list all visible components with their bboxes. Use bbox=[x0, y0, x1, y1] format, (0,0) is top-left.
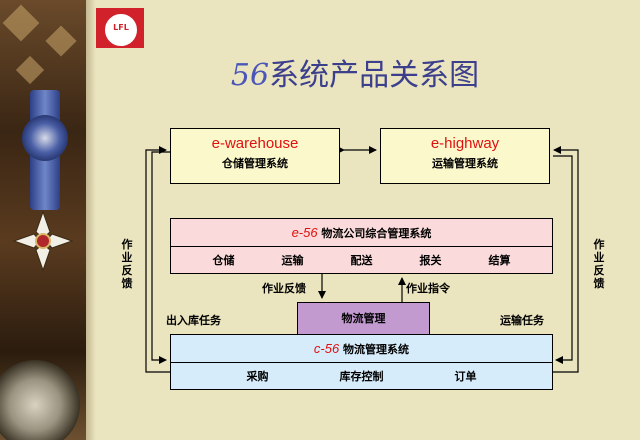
e56-panel: e-56 物流公司综合管理系统 仓储 运输 配送 报关 结算 bbox=[170, 218, 553, 274]
right-loop-arrow-down bbox=[553, 155, 573, 364]
e56-modules: 仓储 运输 配送 报关 结算 bbox=[171, 247, 552, 274]
e56-prefix: e-56 bbox=[291, 225, 318, 240]
medal-cross-icon bbox=[12, 210, 74, 272]
decorative-photo-strip bbox=[0, 0, 86, 440]
c56-module: 采购 bbox=[246, 370, 269, 383]
c56-header: c-56 物流管理系统 bbox=[171, 335, 552, 363]
logistics-management-box: 物流管理 bbox=[297, 302, 430, 336]
deco-shadow bbox=[86, 0, 96, 440]
c56-title: 物流管理系统 bbox=[339, 343, 410, 356]
e-warehouse-name: e-warehouse bbox=[211, 135, 299, 152]
c56-module: 订单 bbox=[454, 370, 477, 383]
e56-module: 运输 bbox=[281, 254, 304, 267]
compass-image bbox=[0, 360, 80, 440]
e56-header: e-56 物流公司综合管理系统 bbox=[171, 219, 552, 247]
e56-module: 配送 bbox=[350, 254, 373, 267]
e-warehouse-desc: 仓储管理系统 bbox=[222, 157, 288, 170]
e-highway-name: e-highway bbox=[430, 135, 500, 152]
c56-prefix: c-56 bbox=[313, 341, 340, 356]
e56-module: 结算 bbox=[488, 254, 511, 267]
left-loop-arrow-down bbox=[151, 151, 170, 364]
e-highway-box: e-highway 运输管理系统 bbox=[380, 128, 550, 184]
e-highway-desc: 运输管理系统 bbox=[432, 157, 498, 170]
title-text: 系统产品关系图 bbox=[269, 58, 480, 93]
c56-module: 库存控制 bbox=[339, 370, 384, 383]
label-left-vertical: 作业反馈 bbox=[121, 238, 133, 290]
company-logo: LFL bbox=[96, 8, 144, 48]
medal-rosette bbox=[22, 115, 68, 161]
e56-module: 报关 bbox=[419, 254, 442, 267]
e56-title: 物流公司综合管理系统 bbox=[317, 227, 432, 240]
logo-text: LFL bbox=[113, 23, 129, 32]
c56-modules: 采购 库存控制 订单 bbox=[171, 363, 552, 390]
right-loop-arrow-up bbox=[553, 146, 579, 373]
logo-ring bbox=[105, 14, 137, 46]
label-command-mid: 作业指令 bbox=[406, 282, 450, 295]
label-right-vertical: 作业反馈 bbox=[593, 238, 605, 290]
e56-module: 仓储 bbox=[212, 254, 235, 267]
page-title: 56系统产品关系图 bbox=[0, 50, 640, 94]
c56-panel: c-56 物流管理系统 采购 库存控制 订单 bbox=[170, 334, 553, 390]
label-transport-task: 运输任务 bbox=[500, 314, 544, 327]
left-loop-arrow-up bbox=[145, 146, 170, 373]
label-inout-task: 出入库任务 bbox=[166, 314, 221, 327]
e-warehouse-box: e-warehouse 仓储管理系统 bbox=[170, 128, 340, 184]
label-feedback-mid: 作业反馈 bbox=[262, 282, 306, 295]
title-number: 56 bbox=[230, 58, 270, 93]
